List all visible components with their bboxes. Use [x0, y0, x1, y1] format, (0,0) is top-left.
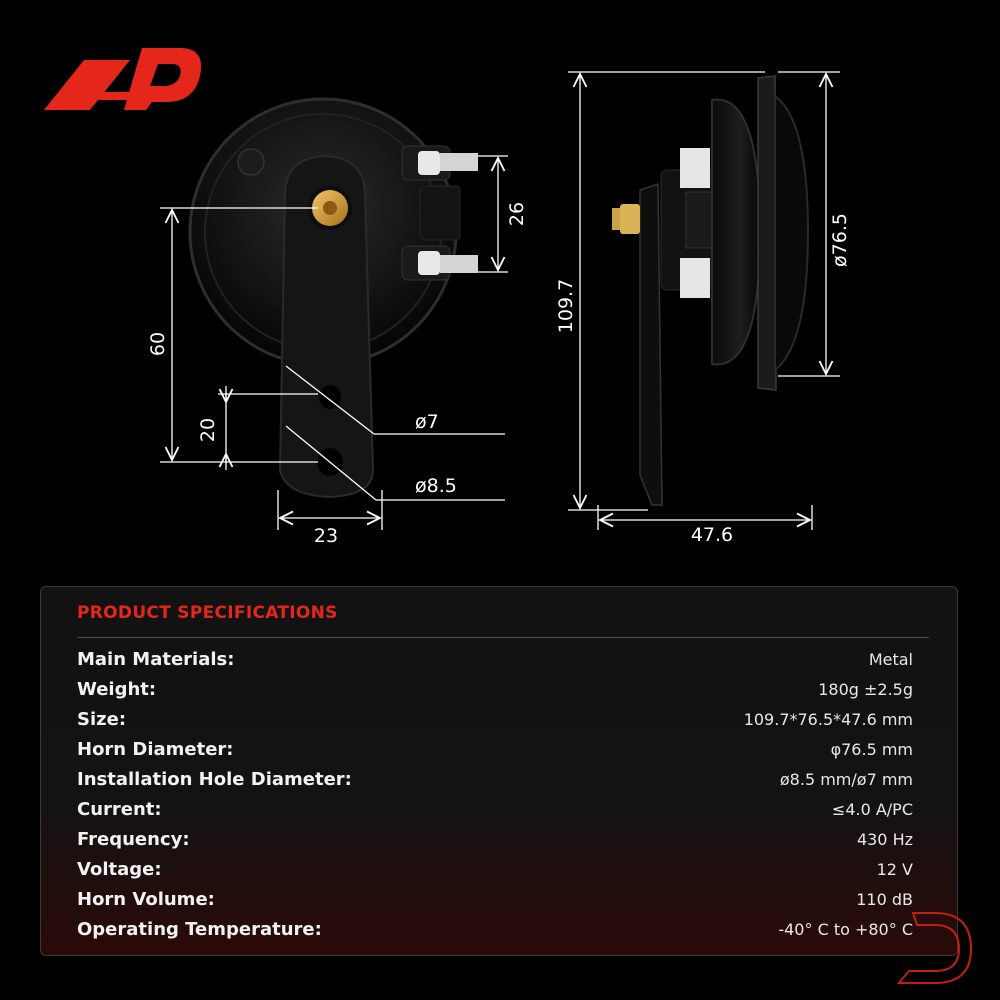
- spec-label: Current:: [77, 798, 162, 820]
- spec-row-frequency: Frequency: 430 Hz: [77, 824, 913, 854]
- spec-value: -40° C to +80° C: [778, 919, 913, 939]
- spec-row-installation-hole-diameter: Installation Hole Diameter: ø8.5 mm/ø7 m…: [77, 764, 913, 794]
- spec-label: Installation Hole Diameter:: [77, 768, 352, 790]
- dim-label-hole-large: ø8.5: [415, 475, 457, 497]
- spec-list: Main Materials: Metal Weight: 180g ±2.5g…: [77, 644, 913, 944]
- dim-label-depth: 47.6: [691, 524, 733, 546]
- spec-value: ≤4.0 A/PC: [831, 799, 913, 819]
- dim-label-20: 20: [197, 418, 219, 442]
- spec-value: 12 V: [876, 859, 913, 879]
- spec-value: ø8.5 mm/ø7 mm: [779, 769, 913, 789]
- spec-row-size: Size: 109.7*76.5*47.6 mm: [77, 704, 913, 734]
- dimension-lines-side: [568, 71, 840, 530]
- spec-label: Operating Temperature:: [77, 918, 322, 940]
- spec-label: Weight:: [77, 678, 157, 700]
- dim-label-23: 23: [314, 525, 338, 547]
- spec-row-main-materials: Main Materials: Metal: [77, 644, 913, 674]
- brand-corner-mark: [896, 912, 973, 984]
- spec-panel: PRODUCT SPECIFICATIONS Main Materials: M…: [40, 586, 958, 956]
- spec-value: φ76.5 mm: [830, 739, 913, 759]
- dim-label-diameter: ø76.5: [829, 213, 851, 267]
- spec-row-horn-volume: Horn Volume: 110 dB: [77, 884, 913, 914]
- horn-front-view: [188, 97, 478, 499]
- spec-value: 110 dB: [856, 889, 913, 909]
- spec-title: PRODUCT SPECIFICATIONS: [77, 603, 338, 623]
- spec-label: Horn Diameter:: [77, 738, 234, 760]
- brand-logo: [44, 48, 202, 110]
- spec-label: Main Materials:: [77, 648, 235, 670]
- spec-value: 109.7*76.5*47.6 mm: [743, 709, 913, 729]
- spec-label: Frequency:: [77, 828, 190, 850]
- spec-label: Horn Volume:: [77, 888, 215, 910]
- spec-value: 180g ±2.5g: [818, 679, 913, 699]
- spec-row-horn-diameter: Horn Diameter: φ76.5 mm: [77, 734, 913, 764]
- spec-value: 430 Hz: [856, 829, 913, 849]
- spec-row-weight: Weight: 180g ±2.5g: [77, 674, 913, 704]
- spec-divider: [77, 637, 929, 638]
- dim-label-60: 60: [147, 332, 169, 356]
- horn-side-view: [612, 75, 810, 506]
- spec-row-voltage: Voltage: 12 V: [77, 854, 913, 884]
- dimension-lines-front: [160, 155, 508, 530]
- dimension-diagram: 26 60 20 ø7 ø8.5 23 109.7 ø76.5 47.6: [44, 48, 851, 547]
- spec-row-current: Current: ≤4.0 A/PC: [77, 794, 913, 824]
- dim-label-26: 26: [506, 202, 528, 226]
- spec-row-operating-temperature: Operating Temperature: -40° C to +80° C: [77, 914, 913, 944]
- spec-label: Size:: [77, 708, 127, 730]
- spec-value: Metal: [868, 649, 913, 669]
- dim-label-height: 109.7: [555, 279, 577, 333]
- dim-label-hole-small: ø7: [415, 411, 439, 433]
- spec-label: Voltage:: [77, 858, 162, 880]
